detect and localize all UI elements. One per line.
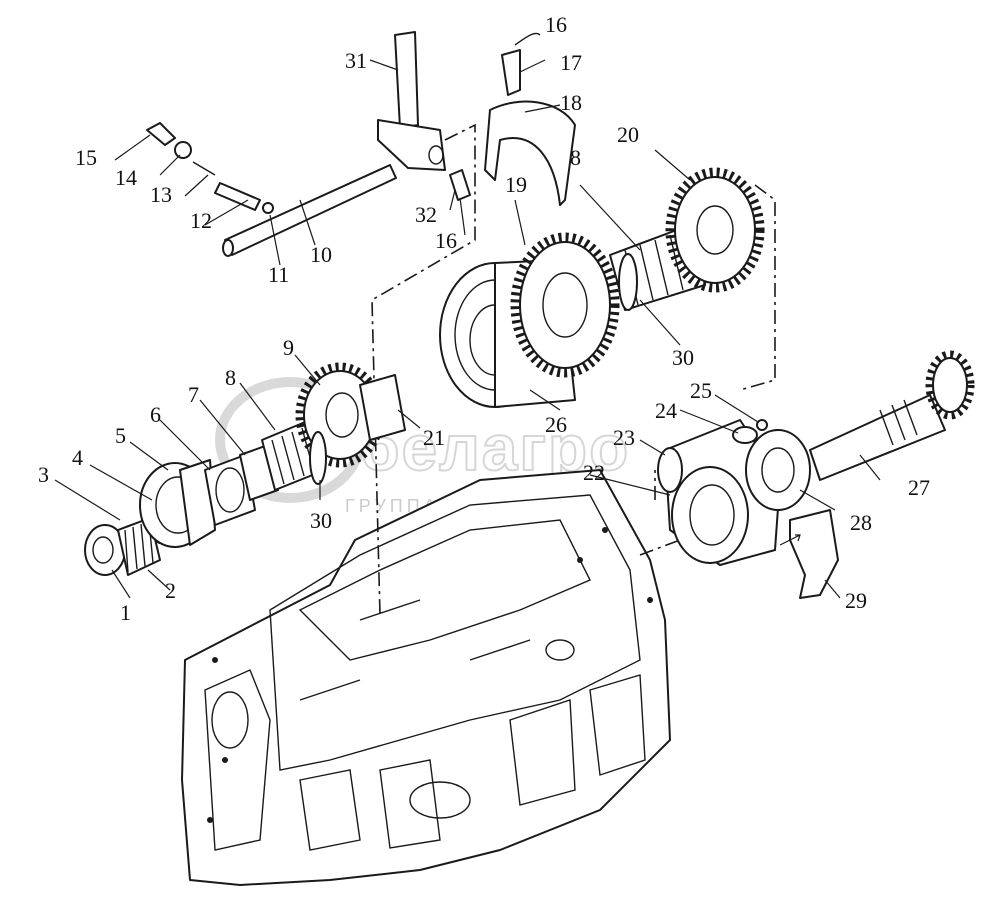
callout-16-top: 16 [545, 12, 567, 37]
plug-part-15 [146, 122, 176, 146]
callout-3: 3 [38, 462, 49, 487]
callout-10: 10 [310, 242, 332, 267]
bolt-part-32 [449, 169, 471, 201]
callout-18: 18 [560, 90, 582, 115]
callout-31: 31 [345, 48, 367, 73]
callout-24: 24 [655, 398, 677, 423]
callout-8-right: 8 [570, 145, 581, 170]
callout-20: 20 [617, 122, 639, 147]
callout-23: 23 [613, 425, 635, 450]
output-shaft-part-27 [809, 394, 946, 481]
gasket-part-23 [657, 447, 683, 493]
shift-fork-part-18 [484, 100, 576, 206]
callout-17: 17 [560, 50, 582, 75]
callout-4: 4 [72, 445, 83, 470]
pin-part-25 [756, 419, 768, 431]
washer-part-30-right [618, 253, 638, 311]
bearing-part-6 [204, 454, 256, 526]
callout-13: 13 [150, 182, 172, 207]
callout-labels: 1 2 3 4 5 6 7 8 8 9 10 11 12 13 14 15 16… [38, 12, 930, 625]
leader-lines [54, 59, 881, 599]
spring-part-13 [192, 161, 216, 176]
bearing-part-28 [745, 429, 811, 511]
callout-1: 1 [120, 600, 131, 625]
callout-19: 19 [505, 172, 527, 197]
callout-11: 11 [268, 262, 289, 287]
callout-30-right: 30 [672, 345, 694, 370]
callout-2: 2 [165, 578, 176, 603]
callout-26: 26 [545, 412, 567, 437]
callout-29: 29 [845, 588, 867, 613]
callout-12: 12 [190, 208, 212, 233]
gearbox-housing [181, 469, 671, 886]
callout-22: 22 [583, 460, 605, 485]
central-gear-cluster [439, 167, 765, 408]
shift-fork-assembly [484, 32, 576, 206]
callout-7: 7 [188, 382, 199, 407]
callout-16-bottom: 16 [435, 228, 457, 253]
gear-part-20 [674, 176, 756, 284]
callout-28: 28 [850, 510, 872, 535]
callout-25: 25 [690, 378, 712, 403]
bolt-part-17 [501, 49, 521, 96]
washer-part-30-left [309, 431, 327, 485]
callout-8-left: 8 [225, 365, 236, 390]
callout-14: 14 [115, 165, 137, 190]
shift-rod-assembly [146, 31, 471, 257]
callout-15: 15 [75, 145, 97, 170]
callout-32: 32 [415, 202, 437, 227]
output-shaft-assembly [657, 350, 975, 599]
left-shaft-assembly [84, 362, 406, 576]
ball-part-14 [174, 141, 192, 159]
callout-6: 6 [150, 402, 161, 427]
callout-5: 5 [115, 423, 126, 448]
wire-part-16-top [514, 32, 541, 46]
pin-part-12 [214, 182, 261, 211]
plate-part-29 [789, 509, 839, 599]
callout-9: 9 [283, 335, 294, 360]
lever-part-31 [394, 31, 419, 129]
ring-part-24 [732, 426, 758, 444]
callout-27: 27 [908, 475, 930, 500]
pin-part-11 [262, 202, 274, 214]
gear-part-19 [519, 241, 611, 369]
hub-part-21 [359, 374, 406, 441]
callout-21: 21 [423, 425, 445, 450]
callout-30-left: 30 [310, 508, 332, 533]
